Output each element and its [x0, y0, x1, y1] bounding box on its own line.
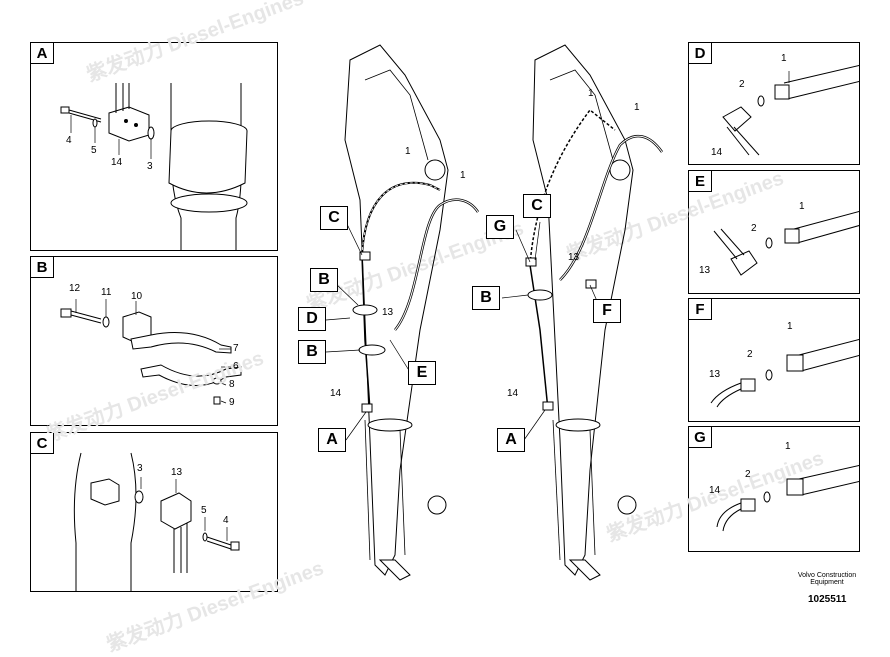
label-6: 6 — [233, 361, 239, 372]
label-14: 14 — [711, 147, 723, 158]
detail-b-drawing — [60, 299, 242, 405]
label-7: 7 — [233, 343, 239, 354]
label-1: 1 — [781, 53, 787, 64]
label-2: 2 — [745, 469, 751, 480]
detail-panel-b: B 12 11 10 7 6 8 9 — [30, 256, 278, 426]
callout-b-left-lower: B — [298, 340, 326, 364]
callout-e-left: E — [408, 361, 436, 385]
callout-a-right: A — [497, 428, 525, 452]
label-12: 12 — [69, 283, 81, 294]
label-3: 3 — [147, 161, 153, 172]
detail-panel-c: C 3 13 5 4 — [30, 432, 278, 592]
detail-panel-f: F 1 2 13 — [688, 298, 860, 422]
panel-tag-g: G — [689, 427, 712, 448]
label-13: 13 — [699, 265, 711, 276]
callout-c-left: C — [320, 206, 348, 230]
panel-tag-f: F — [689, 299, 712, 320]
label-14: 14 — [111, 157, 123, 168]
callout-f-right: F — [593, 299, 621, 323]
label-11: 11 — [101, 287, 112, 298]
detail-panel-a: A 4 5 14 3 — [30, 42, 278, 251]
label-13-right: 13 — [568, 252, 580, 263]
panel-tag-b: B — [31, 257, 54, 278]
label-1-hose-right-a: 1 — [588, 88, 594, 99]
label-10: 10 — [131, 291, 143, 302]
detail-panel-g: G 1 2 14 — [688, 426, 860, 552]
detail-g-drawing — [716, 464, 859, 532]
detail-f-drawing — [710, 338, 859, 408]
label-4: 4 — [66, 135, 72, 146]
label-2: 2 — [739, 79, 745, 90]
label-5: 5 — [91, 145, 97, 156]
panel-tag-c: C — [31, 433, 54, 454]
detail-panel-e: E 1 2 13 — [688, 170, 860, 294]
label-1: 1 — [785, 441, 791, 452]
detail-panel-d: D 1 2 14 — [688, 42, 860, 165]
label-3: 3 — [137, 463, 143, 474]
callout-c-right: C — [523, 194, 551, 218]
label-4: 4 — [223, 515, 229, 526]
brand-caption: Volvo Construction Equipment — [797, 572, 857, 586]
label-1-hose-left-a: 1 — [405, 146, 411, 157]
boom-drawings — [325, 44, 664, 581]
label-1: 1 — [787, 321, 793, 332]
label-9: 9 — [229, 397, 235, 408]
label-13-left: 13 — [382, 307, 394, 318]
label-14-right: 14 — [507, 388, 519, 399]
detail-d-drawing — [722, 64, 859, 156]
callout-b-right: B — [472, 286, 500, 310]
label-1-hose-right-b: 1 — [634, 102, 640, 113]
label-14-left: 14 — [330, 388, 342, 399]
label-13: 13 — [709, 369, 721, 380]
panel-tag-a: A — [31, 43, 54, 64]
panel-tag-d: D — [689, 43, 712, 64]
callout-a-left: A — [318, 428, 346, 452]
label-1: 1 — [799, 201, 805, 212]
label-2: 2 — [747, 349, 753, 360]
detail-e-drawing — [713, 211, 859, 276]
label-1-hose-left-b: 1 — [460, 170, 466, 181]
label-14: 14 — [709, 485, 721, 496]
drawing-number: 1025511 — [808, 594, 847, 605]
label-8: 8 — [229, 379, 235, 390]
label-2: 2 — [751, 223, 757, 234]
label-5: 5 — [201, 505, 207, 516]
label-13: 13 — [171, 467, 183, 478]
callout-d-left: D — [298, 307, 326, 331]
callout-g-right: G — [486, 215, 514, 239]
callout-b-left-upper: B — [310, 268, 338, 292]
detail-c-drawing — [73, 452, 240, 591]
panel-tag-e: E — [689, 171, 712, 192]
detail-a-drawing — [60, 83, 248, 250]
